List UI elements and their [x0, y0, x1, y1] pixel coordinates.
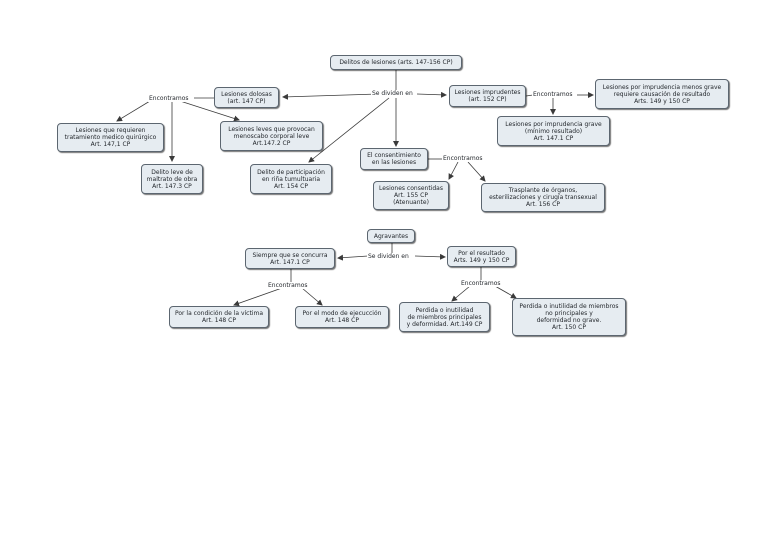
- node-imprudencia-menos-grave[interactable]: Lesiones por imprudencia menos grave req…: [595, 79, 729, 109]
- node-lesiones-imprudentes[interactable]: Lesiones imprudentes (art. 152 CP): [449, 85, 526, 107]
- label-encontramos-consentimiento: Encontramos: [442, 155, 484, 162]
- node-lesiones-consentidas[interactable]: Lesiones consentidas Art. 155 CP (Atenua…: [373, 181, 449, 210]
- node-consentimiento[interactable]: El consentimiento en las lesiones: [360, 148, 428, 170]
- node-por-el-resultado[interactable]: Por el resultado Arts. 149 y 150 CP: [447, 246, 516, 267]
- node-tratamiento-quirurgico[interactable]: Lesiones que requieren tratamiento medic…: [57, 123, 164, 152]
- node-maltrato-de-obra[interactable]: Delito leve de maltrato de obra Art. 147…: [141, 164, 203, 194]
- node-rina-tumultuaria[interactable]: Delito de participación en riña tumultua…: [250, 164, 332, 194]
- node-modo-ejecucion[interactable]: Por el modo de ejecucción Art. 148 CP: [295, 306, 389, 328]
- node-perdida-miembros-principales[interactable]: Perdida o inutilidad de miembros princip…: [399, 302, 490, 332]
- label-encontramos-resultado: Encontramos: [460, 280, 502, 287]
- node-perdida-miembros-no-principales[interactable]: Perdida o inutilidad de miembros no prin…: [512, 298, 626, 336]
- label-encontramos-imprudentes: Encontramos: [532, 91, 574, 98]
- node-condicion-victima[interactable]: Por la condición de la víctima Art. 148 …: [169, 306, 269, 328]
- label-se-dividen-en: Se dividen en: [371, 90, 414, 97]
- node-trasplante-organos[interactable]: Trasplante de órganos, esterilizaciones …: [481, 183, 605, 212]
- label-encontramos-dolosas: Encontramos: [148, 95, 190, 102]
- node-lesiones-leves[interactable]: Lesiones leves que provocan menoscabo co…: [220, 121, 323, 151]
- node-agravantes[interactable]: Agravantes: [367, 229, 415, 243]
- node-delitos-de-lesiones[interactable]: Delitos de lesiones (arts. 147-156 CP): [330, 55, 462, 70]
- label-se-dividen-en-agravantes: Se dividen en: [367, 253, 410, 260]
- label-encontramos-siempre: Encontramos: [267, 282, 309, 289]
- node-imprudencia-grave[interactable]: Lesiones por imprudencia grave (mínimo r…: [497, 116, 610, 146]
- node-siempre-que-concurra[interactable]: Siempre que se concurra Art. 147.1 CP: [245, 248, 335, 269]
- node-lesiones-dolosas[interactable]: Lesiones dolosas (art. 147 CP): [214, 87, 279, 108]
